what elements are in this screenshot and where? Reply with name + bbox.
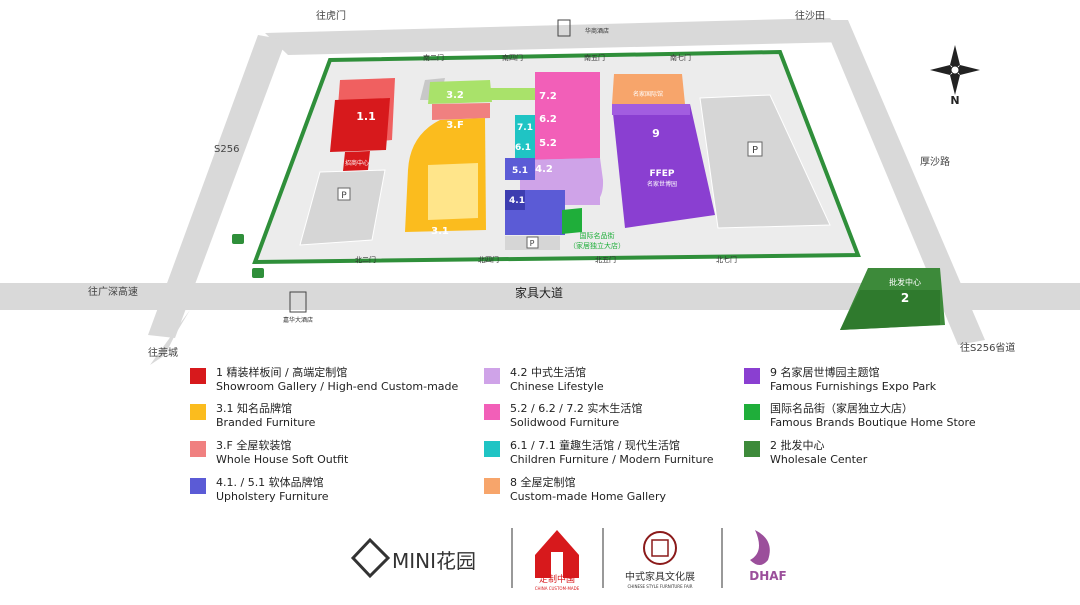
gate-labels: 南二门 南四门 南五门 南七门 北二门 北四门 北五门 北七门 [355,53,737,264]
hall-5-1-number: 5.1 [512,166,528,176]
road-labels: 往虎门 往沙田 S256 厚沙路 往广深高速 往莞城 往S256省道 家具大道 [88,9,1015,359]
logo-mini-text: MINI花园 [392,549,476,573]
hall-4-2-number: 4.2 [535,164,553,175]
hall-7-1-number: 7.1 [517,123,533,133]
top-building-icon [557,19,571,37]
road-sign-icon [252,268,264,278]
road-to-humen: 往虎门 [316,9,346,22]
road-main-name: 家具大道 [515,285,563,300]
hall-6-1-number: 6.1 [515,143,531,153]
hotel-icon [289,291,307,313]
hall-4-7-block[interactable]: 7.2 6.2 5.2 4.2 7.1 6.1 5.1 4.1 [505,72,604,235]
road-to-s256: 往S256省道 [960,341,1015,354]
gate-north-5: 北五门 [595,255,616,264]
hotel-label: 嘉华大酒店 [283,316,313,324]
wholesale-label: 批发中心 [889,277,921,287]
logo-chinese-style: 中式家具文化展 CHINESE STYLE FURNITURE FAIR [625,531,695,589]
road-main [0,283,1080,310]
gate-north-2: 北二门 [355,255,376,264]
road-network [0,18,1080,365]
hall-1-1[interactable]: 1.1 招商中心 [330,78,395,171]
parking-lot-right [699,94,831,229]
gate-south-4: 南四门 [502,53,523,62]
hall-8-9[interactable]: 名家国际馆 9 FFEP 名家世博园 [612,74,715,228]
logo-mini: MINI花园 [350,537,476,579]
gate-south-7: 南七门 [670,53,691,62]
hall-6-2-number: 6.2 [539,114,557,125]
logo-dhaf-text: DHAF [749,569,787,583]
hall-5-2-number: 5.2 [539,138,557,149]
hall-8-label: 名家国际馆 [633,90,663,98]
hall-2-number: 2 [901,291,909,305]
hall-9-number: 9 [652,127,660,140]
road-bottom-left [150,310,190,365]
gate-south-2: 南二门 [423,53,444,62]
boutique-street-label: 国际名品街 [580,231,615,240]
parking-signs: P P P [337,141,763,249]
road-top [265,18,848,55]
svg-text:P: P [341,191,347,201]
hall-3-2-number: 3.2 [446,90,464,101]
logo-dingzhi-text: 定制中国 [539,573,575,585]
gate-south-5: 南五门 [584,53,605,62]
hall-2-wholesale[interactable]: 批发中心 2 [840,268,945,330]
compass-icon: N [930,45,980,107]
svg-text:P: P [530,239,535,248]
road-left [148,35,286,338]
logo-chinese-style-sub: CHINESE STYLE FURNITURE FAIR [627,584,692,589]
gate-north-4: 北四门 [478,255,499,264]
hall-1-1-number: 1.1 [356,110,376,123]
road-to-shatian: 往沙田 [795,9,825,22]
road-housha: 厚沙路 [920,155,950,168]
logo-chinese-style-text: 中式家具文化展 [625,570,695,583]
ffep-logo-text: FFEP [649,169,674,179]
compass-north-label: N [950,94,959,107]
road-sign-icon [232,234,244,244]
logo-dhaf: DHAF [749,530,787,583]
road-to-guancheng: 往莞城 [148,346,178,359]
hall-1-1-sublabel: 招商中心 [345,159,369,167]
hall-4-1-number: 4.1 [509,196,525,206]
hall-3-1-number: 3.1 [431,226,449,237]
hall-3[interactable]: 3.2 3.F 3.1 [405,78,540,237]
top-building-label: 华商酒店 [585,27,609,35]
ffep-sub-text: 名家世博园 [647,180,677,188]
road-to-guangshen: 往广深高速 [88,285,138,298]
parking-lot-left [299,169,386,246]
road-right [822,20,985,345]
road-s256: S256 [214,144,239,155]
gate-north-7: 北七门 [716,255,737,264]
logo-dingzhi: 定制中国 CHINA CUSTOM-MADE [535,530,580,591]
hall-3-f-number: 3.F [446,120,464,131]
boutique-street-sublabel: （家居独立大店） [569,241,625,250]
logo-dingzhi-sub: CHINA CUSTOM-MADE [535,586,580,591]
hall-7-2-number: 7.2 [539,91,557,102]
svg-text:P: P [752,145,758,156]
